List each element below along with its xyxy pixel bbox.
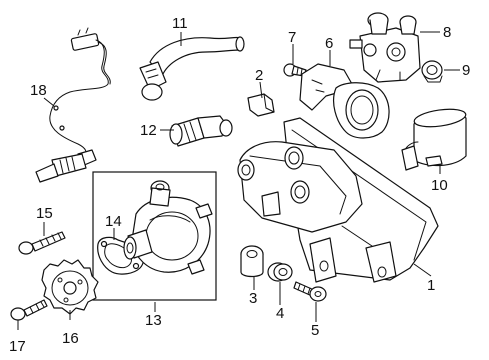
housing-part-1 [237, 117, 439, 283]
callout-11: 11 [172, 15, 188, 32]
valve-part-8 [349, 12, 421, 83]
callout-labels: 1 2 3 4 5 6 7 8 9 10 11 12 13 14 15 16 1… [9, 15, 470, 355]
callout-5: 5 [311, 322, 319, 339]
bolt-part-15 [18, 231, 66, 255]
callout-7: 7 [288, 29, 296, 46]
callout-12: 12 [140, 122, 157, 139]
bolt-part-17 [10, 299, 48, 321]
canister-part-10 [401, 108, 467, 171]
clip-part-2 [247, 93, 275, 117]
bolt-part-5 [293, 281, 327, 302]
callout-3: 3 [249, 290, 257, 307]
plug-part-9 [421, 60, 443, 83]
callout-18: 18 [30, 82, 47, 99]
callout-15: 15 [36, 205, 53, 222]
grommet-part-4 [267, 262, 293, 282]
bracket-part-6 [299, 63, 390, 139]
hose-part-11 [139, 36, 245, 101]
callout-6: 6 [325, 35, 333, 52]
leader-lines [17, 31, 460, 330]
bushing-part-3 [240, 245, 264, 278]
callout-13: 13 [145, 312, 162, 329]
callout-14: 14 [105, 213, 122, 230]
sprocket-part-16 [41, 259, 99, 315]
callout-8: 8 [443, 24, 451, 41]
pump-assembly-box-13 [92, 171, 217, 301]
sensor-harness-part-18 [35, 27, 111, 183]
fitting-part-12 [169, 115, 233, 147]
callout-9: 9 [462, 62, 470, 79]
callout-17: 17 [9, 338, 26, 355]
callout-16: 16 [62, 330, 79, 347]
callout-1: 1 [427, 277, 435, 294]
callout-2: 2 [255, 67, 263, 84]
callout-4: 4 [276, 305, 284, 322]
callout-10: 10 [431, 177, 448, 194]
